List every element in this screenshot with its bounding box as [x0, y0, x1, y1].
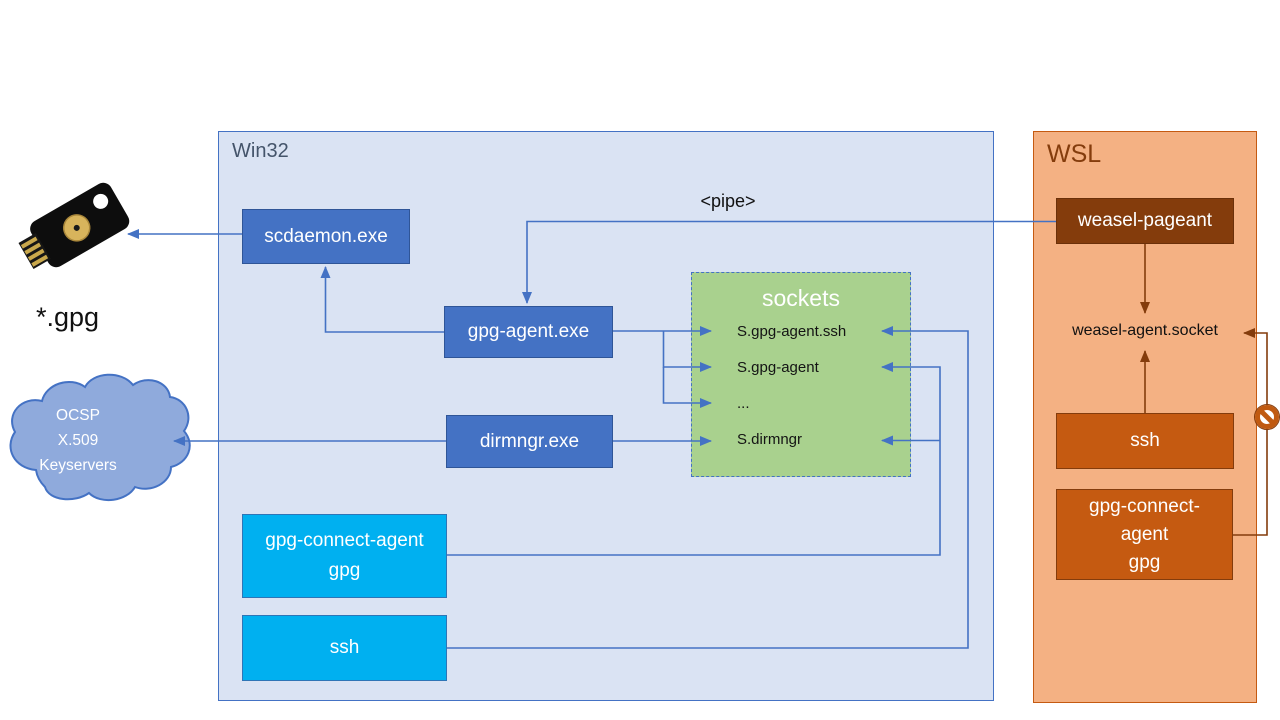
- gpg-files-label: *.gpg: [36, 302, 100, 332]
- node-wsl-ssh: ssh: [1056, 413, 1234, 469]
- node-win32-gpg-connect-agent-line2: gpg: [328, 560, 361, 581]
- wsl-region-label: WSL: [1047, 140, 1102, 168]
- node-weasel-pageant: weasel-pageant: [1056, 198, 1234, 244]
- pipe-label: <pipe>: [700, 191, 756, 211]
- arrow-gpgagent-to-socket-more: [662, 367, 712, 408]
- no-entry-icon: [1254, 404, 1280, 430]
- cloud-line-x509: X.509: [57, 432, 99, 449]
- arrow-gpgagent-to-scdaemon: [320, 266, 444, 333]
- node-weasel-pageant-label: weasel-pageant: [1077, 210, 1213, 231]
- node-win32-gpg-connect-agent: gpg-connect-agent gpg: [242, 514, 447, 598]
- node-gpg-agent-label: gpg-agent.exe: [467, 321, 590, 342]
- node-wsl-gpg-connect-agent: gpg-connect- agent gpg: [1056, 489, 1233, 580]
- node-win32-gpg-connect-agent-line1: gpg-connect-agent: [265, 530, 424, 551]
- arrow-pipe-to-gpgagent: [522, 220, 1056, 304]
- node-wsl-gpg-connect-agent-line1: gpg-connect-: [1089, 495, 1200, 517]
- sockets-title: sockets: [762, 285, 840, 311]
- socket-item-dirmngr: S.dirmngr: [737, 431, 803, 448]
- arrow-wslconnect-to-socketfile: [1233, 328, 1268, 536]
- socket-item-gpg-agent: S.gpg-agent: [737, 359, 819, 376]
- socket-item-ellipsis: ...: [737, 395, 750, 412]
- node-wsl-ssh-label: ssh: [1130, 430, 1160, 451]
- cloud-line-ocsp: OCSP: [56, 407, 100, 424]
- node-scdaemon-label: scdaemon.exe: [264, 225, 388, 247]
- node-wsl-gpg-connect-agent-line2: agent: [1120, 523, 1169, 545]
- yubikey-icon: [18, 182, 130, 269]
- cloud-line-keyservers: Keyservers: [39, 457, 117, 474]
- keyservers-cloud: [9, 373, 191, 502]
- node-dirmngr: dirmngr.exe: [446, 415, 613, 468]
- arrow-ssh-to-socket-ssh: [447, 326, 969, 649]
- node-win32-ssh-label: ssh: [329, 637, 360, 658]
- node-wsl-gpg-connect-agent-line3: gpg: [1128, 551, 1161, 573]
- weasel-agent-socket-label: weasel-agent.socket: [1072, 322, 1218, 339]
- node-dirmngr-label: dirmngr.exe: [479, 430, 580, 452]
- node-gpg-agent: gpg-agent.exe: [444, 306, 613, 358]
- sockets-group: sockets S.gpg-agent.ssh S.gpg-agent ... …: [691, 272, 911, 477]
- arrow-gpgagent-to-socket-agent: [662, 331, 712, 372]
- keyservers-cloud-label: OCSP X.509 Keyservers: [12, 403, 144, 478]
- win32-region-label: Win32: [232, 140, 289, 162]
- arrow-connectagent-to-socket-agent: [447, 362, 941, 556]
- node-win32-ssh: ssh: [242, 615, 447, 681]
- socket-item-gpg-agent-ssh: S.gpg-agent.ssh: [737, 323, 847, 340]
- node-scdaemon: scdaemon.exe: [242, 209, 410, 264]
